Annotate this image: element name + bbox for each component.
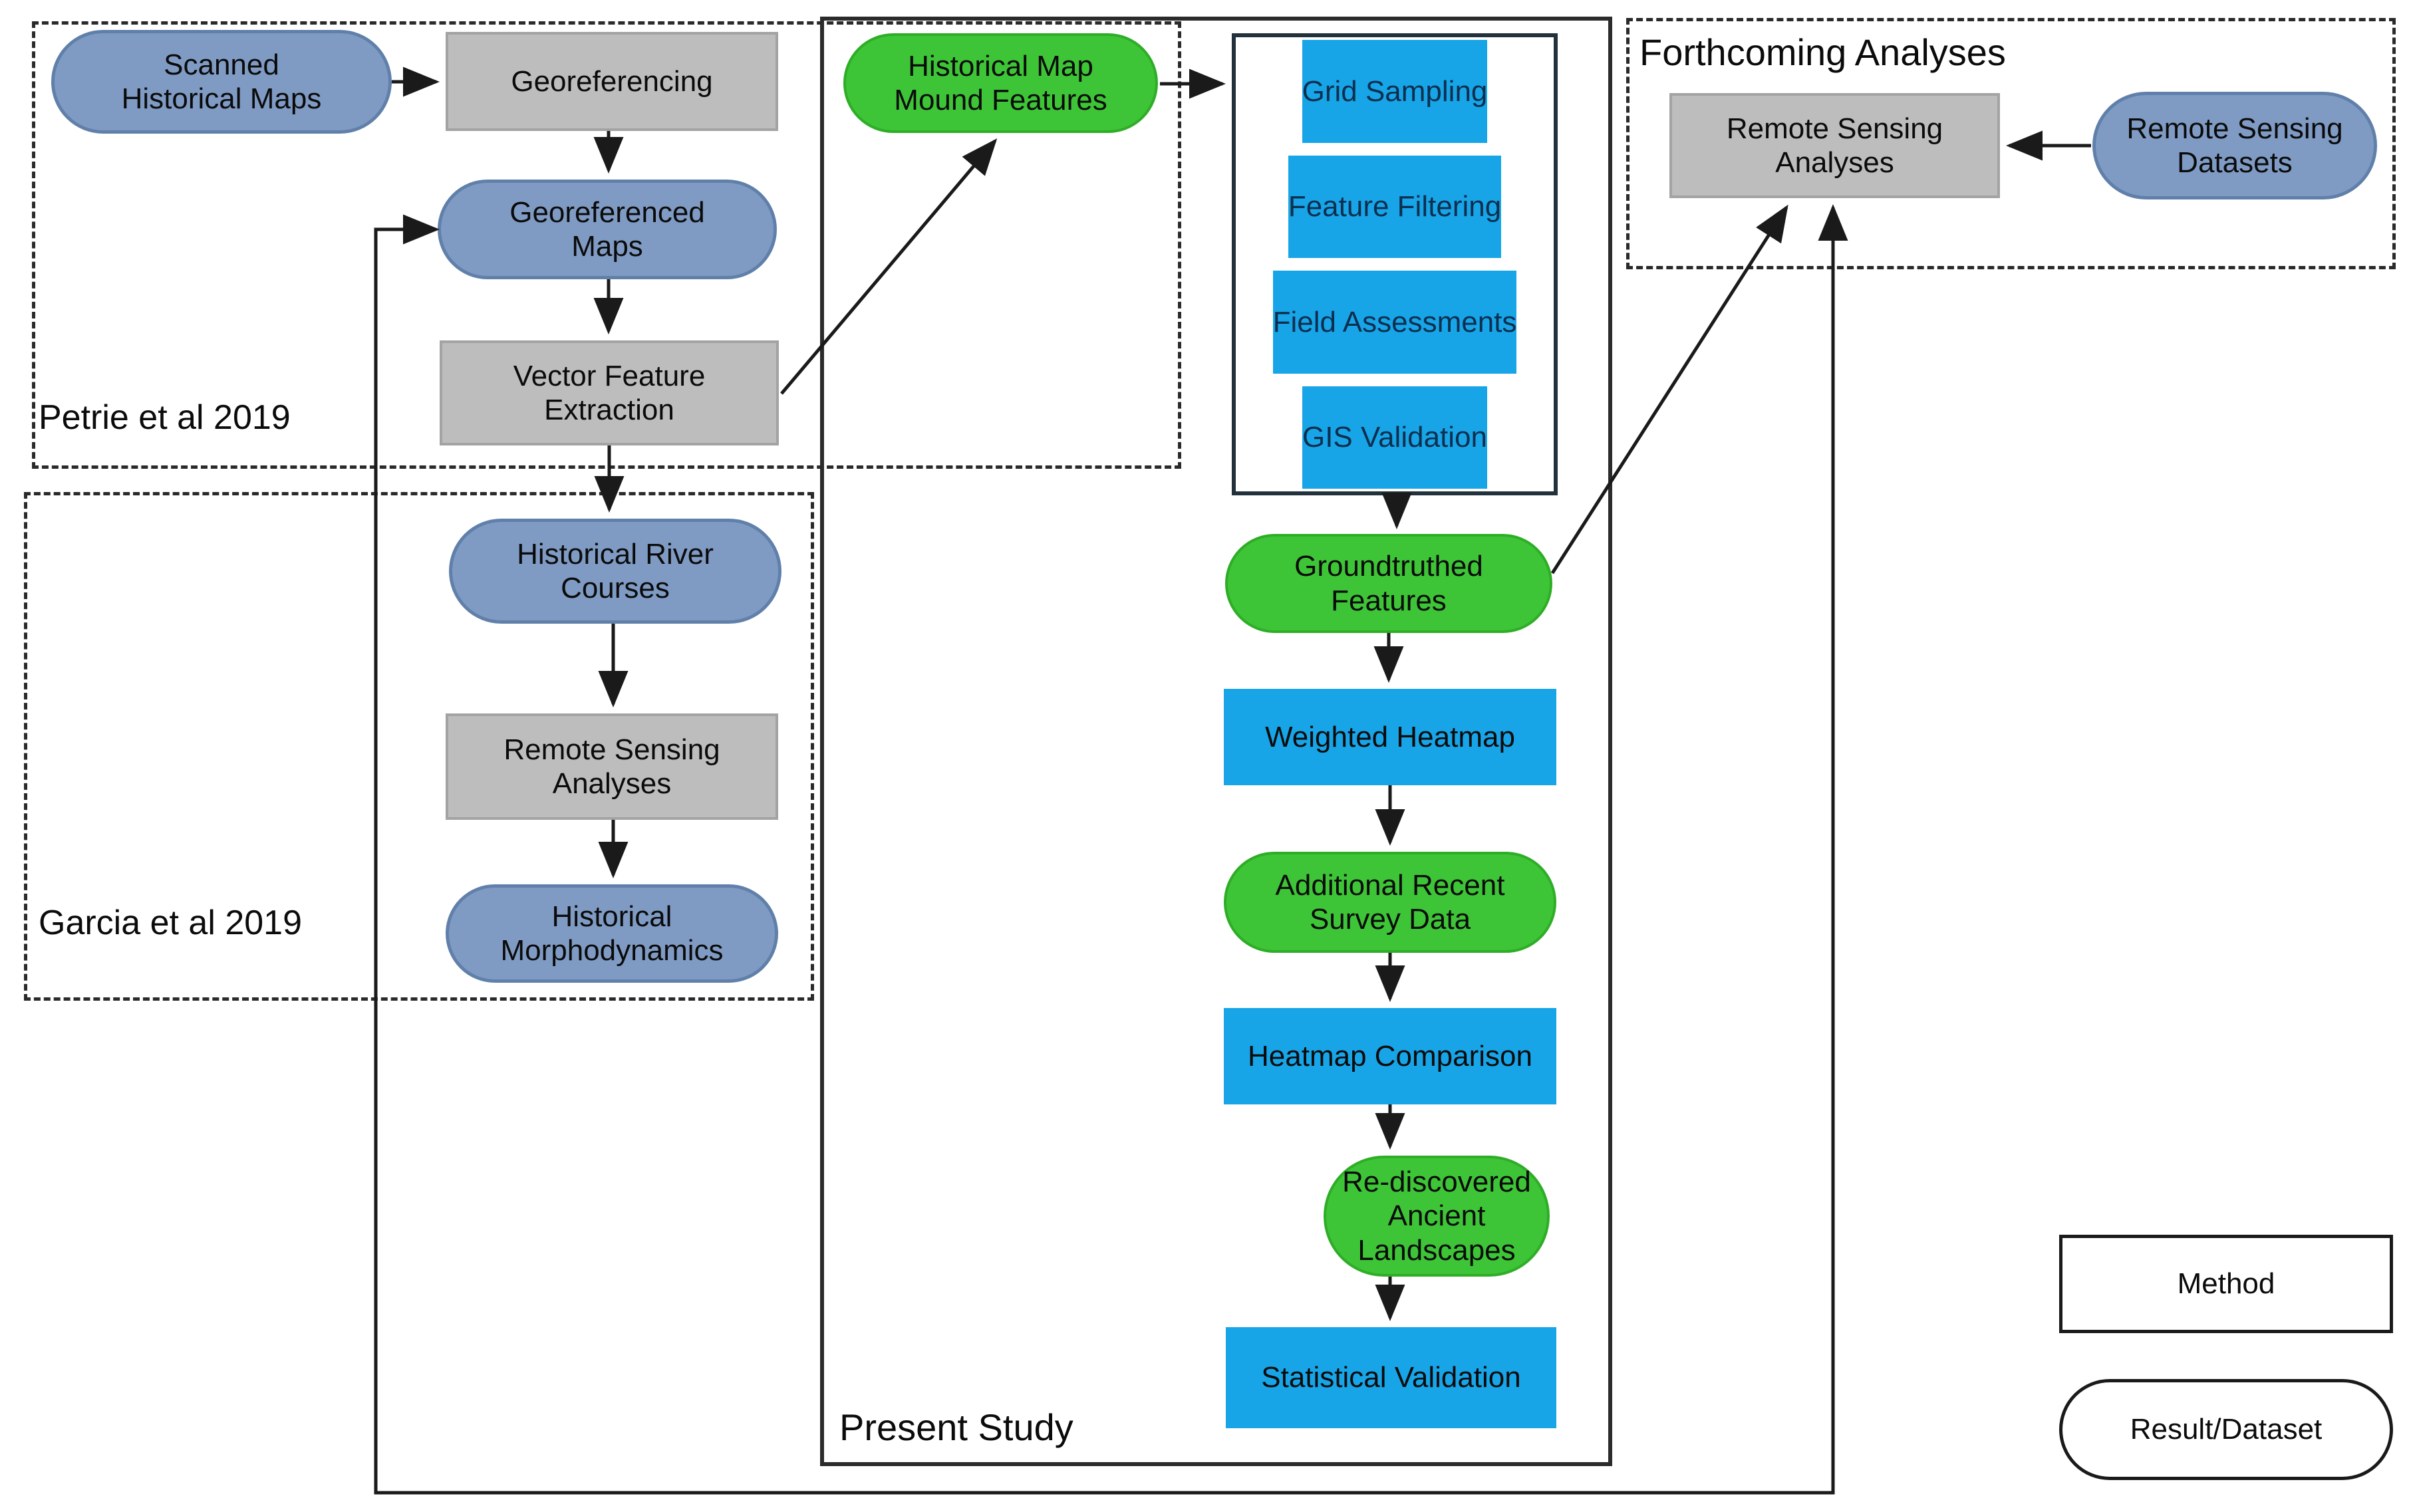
statistical-validation: Statistical Validation: [1226, 1327, 1556, 1428]
historical-map-mound-features: Historical Map Mound Features: [843, 33, 1158, 133]
petrie-group-label: Petrie et al 2019: [39, 398, 291, 437]
remote-sensing-datasets: Remote Sensing Datasets: [2092, 92, 2377, 199]
remote-sensing-analyses-garcia: Remote Sensing Analyses: [446, 713, 778, 820]
present-study-group-label: Present Study: [839, 1406, 1073, 1448]
historical-morphodynamics: Historical Morphodynamics: [446, 884, 778, 983]
stack-row-field-assessments: Field Assessments: [1272, 271, 1517, 374]
heatmap-comparison: Heatmap Comparison: [1224, 1008, 1556, 1104]
groundtruthed-features: Groundtruthed Features: [1225, 534, 1552, 633]
stack-row-gis-validation: GIS Validation: [1302, 386, 1487, 489]
garcia-group-label: Garcia et al 2019: [39, 904, 303, 942]
georeferencing: Georeferencing: [446, 32, 778, 131]
legend-result-dataset-shape: Result/Dataset: [2059, 1379, 2393, 1480]
scanned-historical-maps: Scanned Historical Maps: [51, 30, 392, 134]
vector-feature-extraction: Vector Feature Extraction: [440, 340, 779, 445]
legend-method-shape: Method: [2059, 1235, 2393, 1333]
remote-sensing-analyses-forthcoming: Remote Sensing Analyses: [1669, 93, 2000, 198]
stack-row-grid-sampling: Grid Sampling: [1302, 40, 1488, 143]
stack-row-feature-filtering: Feature Filtering: [1288, 155, 1502, 258]
rediscovered-ancient-landscapes: Re-discovered Ancient Landscapes: [1324, 1156, 1550, 1277]
historical-river-courses: Historical River Courses: [449, 519, 781, 624]
forthcoming-group-label: Forthcoming Analyses: [1639, 31, 2006, 73]
forthcoming-group-box: [1626, 18, 2396, 269]
weighted-heatmap: Weighted Heatmap: [1224, 689, 1556, 785]
georeferenced-maps: Georeferenced Maps: [438, 180, 777, 279]
additional-recent-survey-data: Additional Recent Survey Data: [1224, 852, 1556, 953]
